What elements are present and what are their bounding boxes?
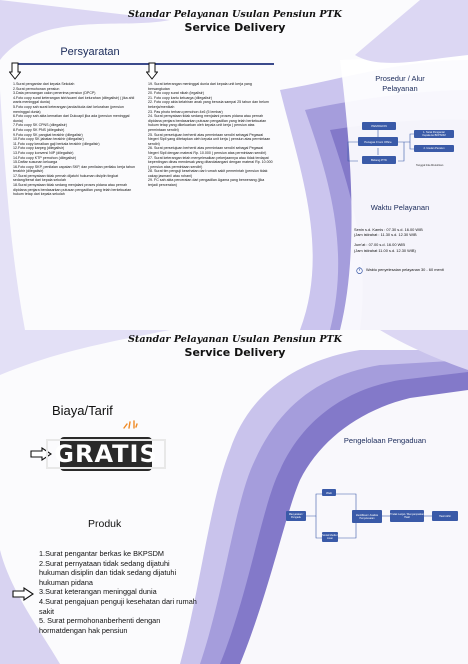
- requirement-item: 9.Foto copy SK pangkat terakhir (dilegal…: [13, 132, 83, 137]
- prosedur-heading-line-2: Pelayanan: [382, 84, 418, 93]
- schedule-line: (Jam istirahat : 11.30 s.d. 12.30 WIB: [354, 232, 417, 238]
- requirement-item: 15.Daftar susunan keluarga: [13, 160, 58, 165]
- schedule-line: (Jam istirahat 11.00 s.d. 12.30 WIB): [354, 247, 416, 253]
- requirement-item: 3.Data perorangan calon penerima pensiun…: [13, 91, 96, 96]
- flow-box-bidang-ptk: Bidang PTK: [362, 156, 396, 164]
- schedule-line: Jum'at : 07.00 s.d. 16.00 WIB: [354, 242, 405, 248]
- flow-box-output-2: 2. Usulan Pensiun: [414, 145, 454, 152]
- requirement-item: 20. Foto copy surat nikah (legalisir): [148, 91, 204, 96]
- requirement-item: 8.Foto copy SK PNS (dilegalisir): [13, 127, 65, 132]
- persyaratan-heading: Persyaratan: [60, 46, 120, 58]
- title-line-1: Standar Pelayanan Usulan Pensiun PTK: [127, 334, 343, 345]
- background-waves: [0, 330, 468, 664]
- requirement-item: 1.Surat pengantar dari kepala Sekolah: [13, 82, 75, 86]
- produk-item: 1.Surat pengantar berkas ke BKPSDM: [39, 549, 164, 558]
- requirement-item: 19. Surat keterangan meninggal dunia dar…: [148, 82, 252, 91]
- pengaduan-box-center: Identifikasi / Analisis Penyelesaian: [352, 510, 382, 523]
- requirement-item: 13.Foto copy konversi NIP (dilegalisir): [13, 150, 74, 155]
- requirement-item: 4.Foto copy surat keterangan istri/suami…: [13, 95, 135, 105]
- requirement-item: 24. Surat pernyataan tidak sedang menjal…: [148, 114, 267, 132]
- flow-connectors: [347, 130, 414, 162]
- produk-item: 4.Surat pengajuan penguji kesehatan dari…: [39, 596, 197, 616]
- title-line-2: Service Delivery: [184, 21, 286, 34]
- requirement-item: 5.Foto copy sah surat keterangan janda/d…: [13, 104, 124, 114]
- title-line-2: Service Delivery: [184, 346, 286, 359]
- produk-item: 2.Surat pernyataan tidak sedang dijatuhi…: [39, 558, 177, 587]
- requirement-item: 11.Foto copy kenaikan gaji berkala terak…: [13, 141, 100, 146]
- requirement-item: 18.Surat pernyataan tidak sedang menjala…: [13, 183, 132, 197]
- pengaduan-box-top: Web: [322, 489, 336, 496]
- requirement-item: 26. Surat persetujuan berhenti atas perm…: [148, 146, 267, 155]
- requirement-item: 27. Surat keterangan telah menyelesaikan…: [148, 155, 273, 169]
- requirement-item: 28. Surat tim penguji kesehatan dari rum…: [148, 169, 268, 178]
- flow-box-pemohon: PEMOHON: [362, 122, 396, 130]
- produk-item: 5. Surat permohonanberhenti dengan horma…: [39, 616, 161, 635]
- pengaduan-box-right-1: Tindak Lanjut / Menyampaikan Hasil: [390, 510, 424, 522]
- pengaduan-box-right-2: Hasil Akhir: [432, 511, 458, 521]
- produk-heading: Produk: [88, 518, 122, 530]
- flow-box-output-1: 1. Surat Pengantar Kepala ke BKPSDM: [414, 130, 454, 138]
- panel-persyaratan: Standar Pelayanan Usulan Pensiun PTK Ser…: [0, 0, 468, 330]
- waktu-note: Waktu penyelesaian pelayanan 30 - 60 men…: [366, 267, 444, 272]
- requirement-item: 2.Surat permohonan pensiun: [13, 86, 60, 91]
- requirement-item: 12.Foto copy karpeg (dilegalisir): [13, 146, 65, 151]
- requirement-item: 16.Foto copy SKP, penilaian capaian SKP,…: [13, 164, 135, 174]
- sparkle-icon: [123, 420, 138, 429]
- pengaduan-connectors: [306, 493, 432, 539]
- requirement-item: 29. FC sah akta perceraian dari pengadil…: [148, 178, 265, 188]
- prosedur-heading-line-1: Prosedur / Alur: [375, 74, 425, 83]
- timer-icon: [356, 267, 363, 274]
- pengaduan-box-left: Masyarakat / Pengadu: [286, 511, 306, 521]
- page-title: Standar Pelayanan Usulan Pensiun PTK Ser…: [60, 8, 410, 34]
- gratis-badge: GRATIS: [46, 437, 166, 471]
- title-line-1: Standar Pelayanan Usulan Pensiun PTK: [127, 9, 343, 20]
- flow-note: Tanggal bila dibutuhkan: [416, 164, 444, 167]
- schedule-line: Senin s.d. Kamis : 07.30 s.d. 16.00 WIB: [354, 227, 423, 232]
- arrow-right-icon: [12, 587, 34, 601]
- requirement-item: 14.Foto copy KTP pemohon (dilegalisir): [13, 155, 77, 160]
- heading-rule: [12, 63, 274, 65]
- requirement-item: 7.Foto copy SK CPNS (dilegalisir): [13, 123, 67, 128]
- biaya-heading: Biaya/Tarif: [52, 403, 113, 418]
- requirement-item: 17.Surat pernyataan tidak pernah dijatuh…: [13, 173, 119, 183]
- requirement-item: 25. Surat persetujuan berhenti atas perm…: [148, 132, 271, 146]
- requirement-item: 23. Pas photo terbaru pemohon 4x6 (5 lem…: [148, 109, 223, 114]
- prosedur-heading: Prosedur / Alur Pelayanan: [350, 74, 450, 94]
- produk-list: 1.Surat pengantar berkas ke BKPSDM 2.Sur…: [39, 549, 199, 635]
- waktu-heading: Waktu Pelayanan: [370, 203, 430, 212]
- pengaduan-heading: Pengelolaan Pengaduan: [343, 436, 427, 445]
- pengaduan-box-bottom: Sosial Media / Lisan: [322, 532, 338, 542]
- requirements-column-1: 1.Surat pengantar dari kepala Sekolah 2.…: [13, 82, 140, 197]
- panel-produk: Standar Pelayanan Usulan Pensiun PTK Ser…: [0, 330, 468, 664]
- requirements-column-2: 19. Surat keterangan meninggal dunia dar…: [148, 82, 273, 188]
- gratis-label: GRATIS: [46, 439, 166, 469]
- arrow-down-icon: [146, 62, 158, 80]
- requirement-item: 21. Foto copy kartu keluarga (dilegalisi…: [148, 95, 212, 100]
- requirement-item: 22. Foto copy akta kelahiran anak yang b…: [148, 100, 269, 109]
- arrow-down-icon: [9, 62, 21, 80]
- waktu-schedule: Senin s.d. Kamis : 07.30 s.d. 16.00 WIB …: [354, 227, 464, 253]
- produk-item: 3.Surat keterangan meninggal dunia: [39, 587, 157, 597]
- page-title: Standar Pelayanan Usulan Pensiun PTK Ser…: [60, 333, 410, 359]
- flow-box-front-office: Petugas Front Office: [358, 137, 398, 146]
- requirement-item: 10.Foto copy SK jabatan terakhir (dilega…: [13, 137, 84, 142]
- requirement-item: 6.Foto copy sah akta kematian dari Dukca…: [13, 114, 130, 123]
